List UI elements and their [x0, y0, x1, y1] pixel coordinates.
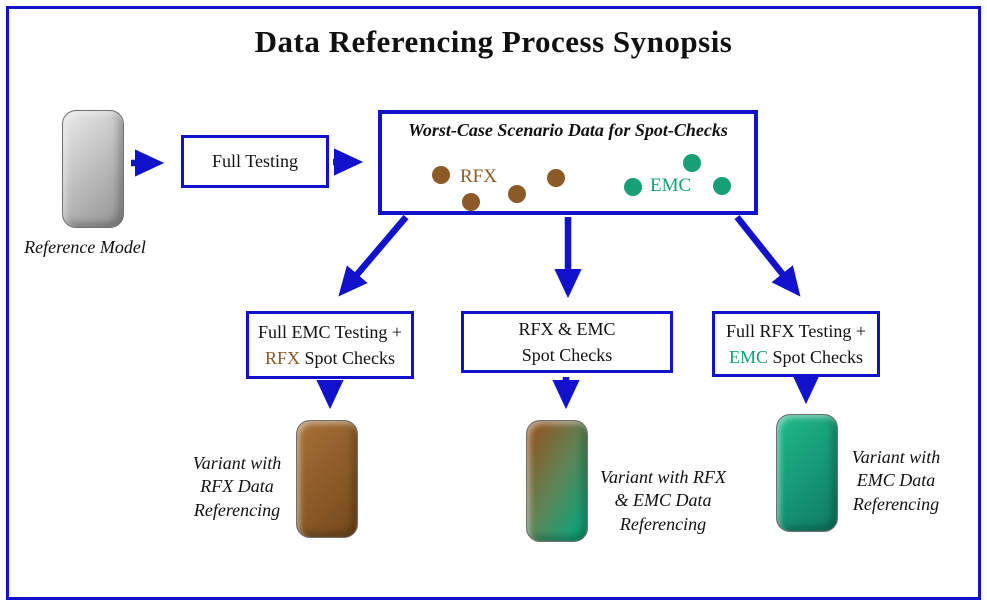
branch-right-accent: EMC — [728, 347, 768, 367]
branch-left-line1: Full EMC Testing + — [257, 321, 403, 342]
arrow-pool-to-right-branch — [734, 214, 801, 297]
branch-left-rest: Spot Checks — [304, 348, 396, 368]
branch-right-line2: EMC Spot Checks — [729, 344, 863, 370]
variant-rfx-emc-label: Variant with RFX & EMC Data Referencing — [600, 467, 726, 534]
rfx-cluster-label: RFX — [460, 166, 497, 187]
spot-check-pool-box: Worst-Case Scenario Data for Spot-Checks — [378, 110, 758, 215]
variant-rfx-shape — [296, 420, 358, 538]
reference-model-label: Reference Model — [24, 237, 146, 257]
branch-right-line1: Full RFX Testing + — [725, 320, 867, 341]
branch-left-line2: RFX Spot Checks — [265, 345, 395, 371]
variant-emc-label: Variant with EMC Data Referencing — [851, 447, 941, 514]
variant-emc-shape — [776, 414, 838, 532]
branch-box-full-rfx-testing: Full RFX Testing + EMC Spot Checks — [712, 311, 880, 377]
diagram-title: Data Referencing Process Synopsis — [254, 24, 733, 59]
emc-data-dot — [683, 154, 701, 172]
rfx-data-dot — [508, 185, 526, 203]
branch-box-rfx-emc-spot-checks: RFX & EMC Spot Checks — [461, 311, 673, 373]
branch-box-full-emc-testing: Full EMC Testing + RFX Spot Checks — [246, 311, 414, 379]
rfx-data-dot — [432, 166, 450, 184]
reference-model-shape — [62, 110, 124, 228]
arrow-pool-to-left-branch — [338, 214, 409, 297]
emc-data-dot — [713, 177, 731, 195]
spot-check-pool-title: Worst-Case Scenario Data for Spot-Checks — [408, 120, 728, 140]
rfx-data-dot — [462, 193, 480, 211]
branch-middle-line2: Spot Checks — [521, 345, 613, 365]
branch-right-rest: Spot Checks — [772, 347, 864, 367]
rfx-data-dot — [547, 169, 565, 187]
emc-cluster-label: EMC — [650, 175, 692, 196]
full-testing-box: Full Testing — [181, 135, 329, 188]
variant-rfx-label: Variant with RFX Data Referencing — [192, 453, 282, 520]
variant-rfx-emc-shape — [526, 420, 588, 542]
emc-data-dot — [624, 178, 642, 196]
branch-left-accent: RFX — [264, 348, 300, 368]
full-testing-label: Full Testing — [212, 151, 298, 171]
branch-middle-line1: RFX & EMC — [518, 318, 616, 339]
